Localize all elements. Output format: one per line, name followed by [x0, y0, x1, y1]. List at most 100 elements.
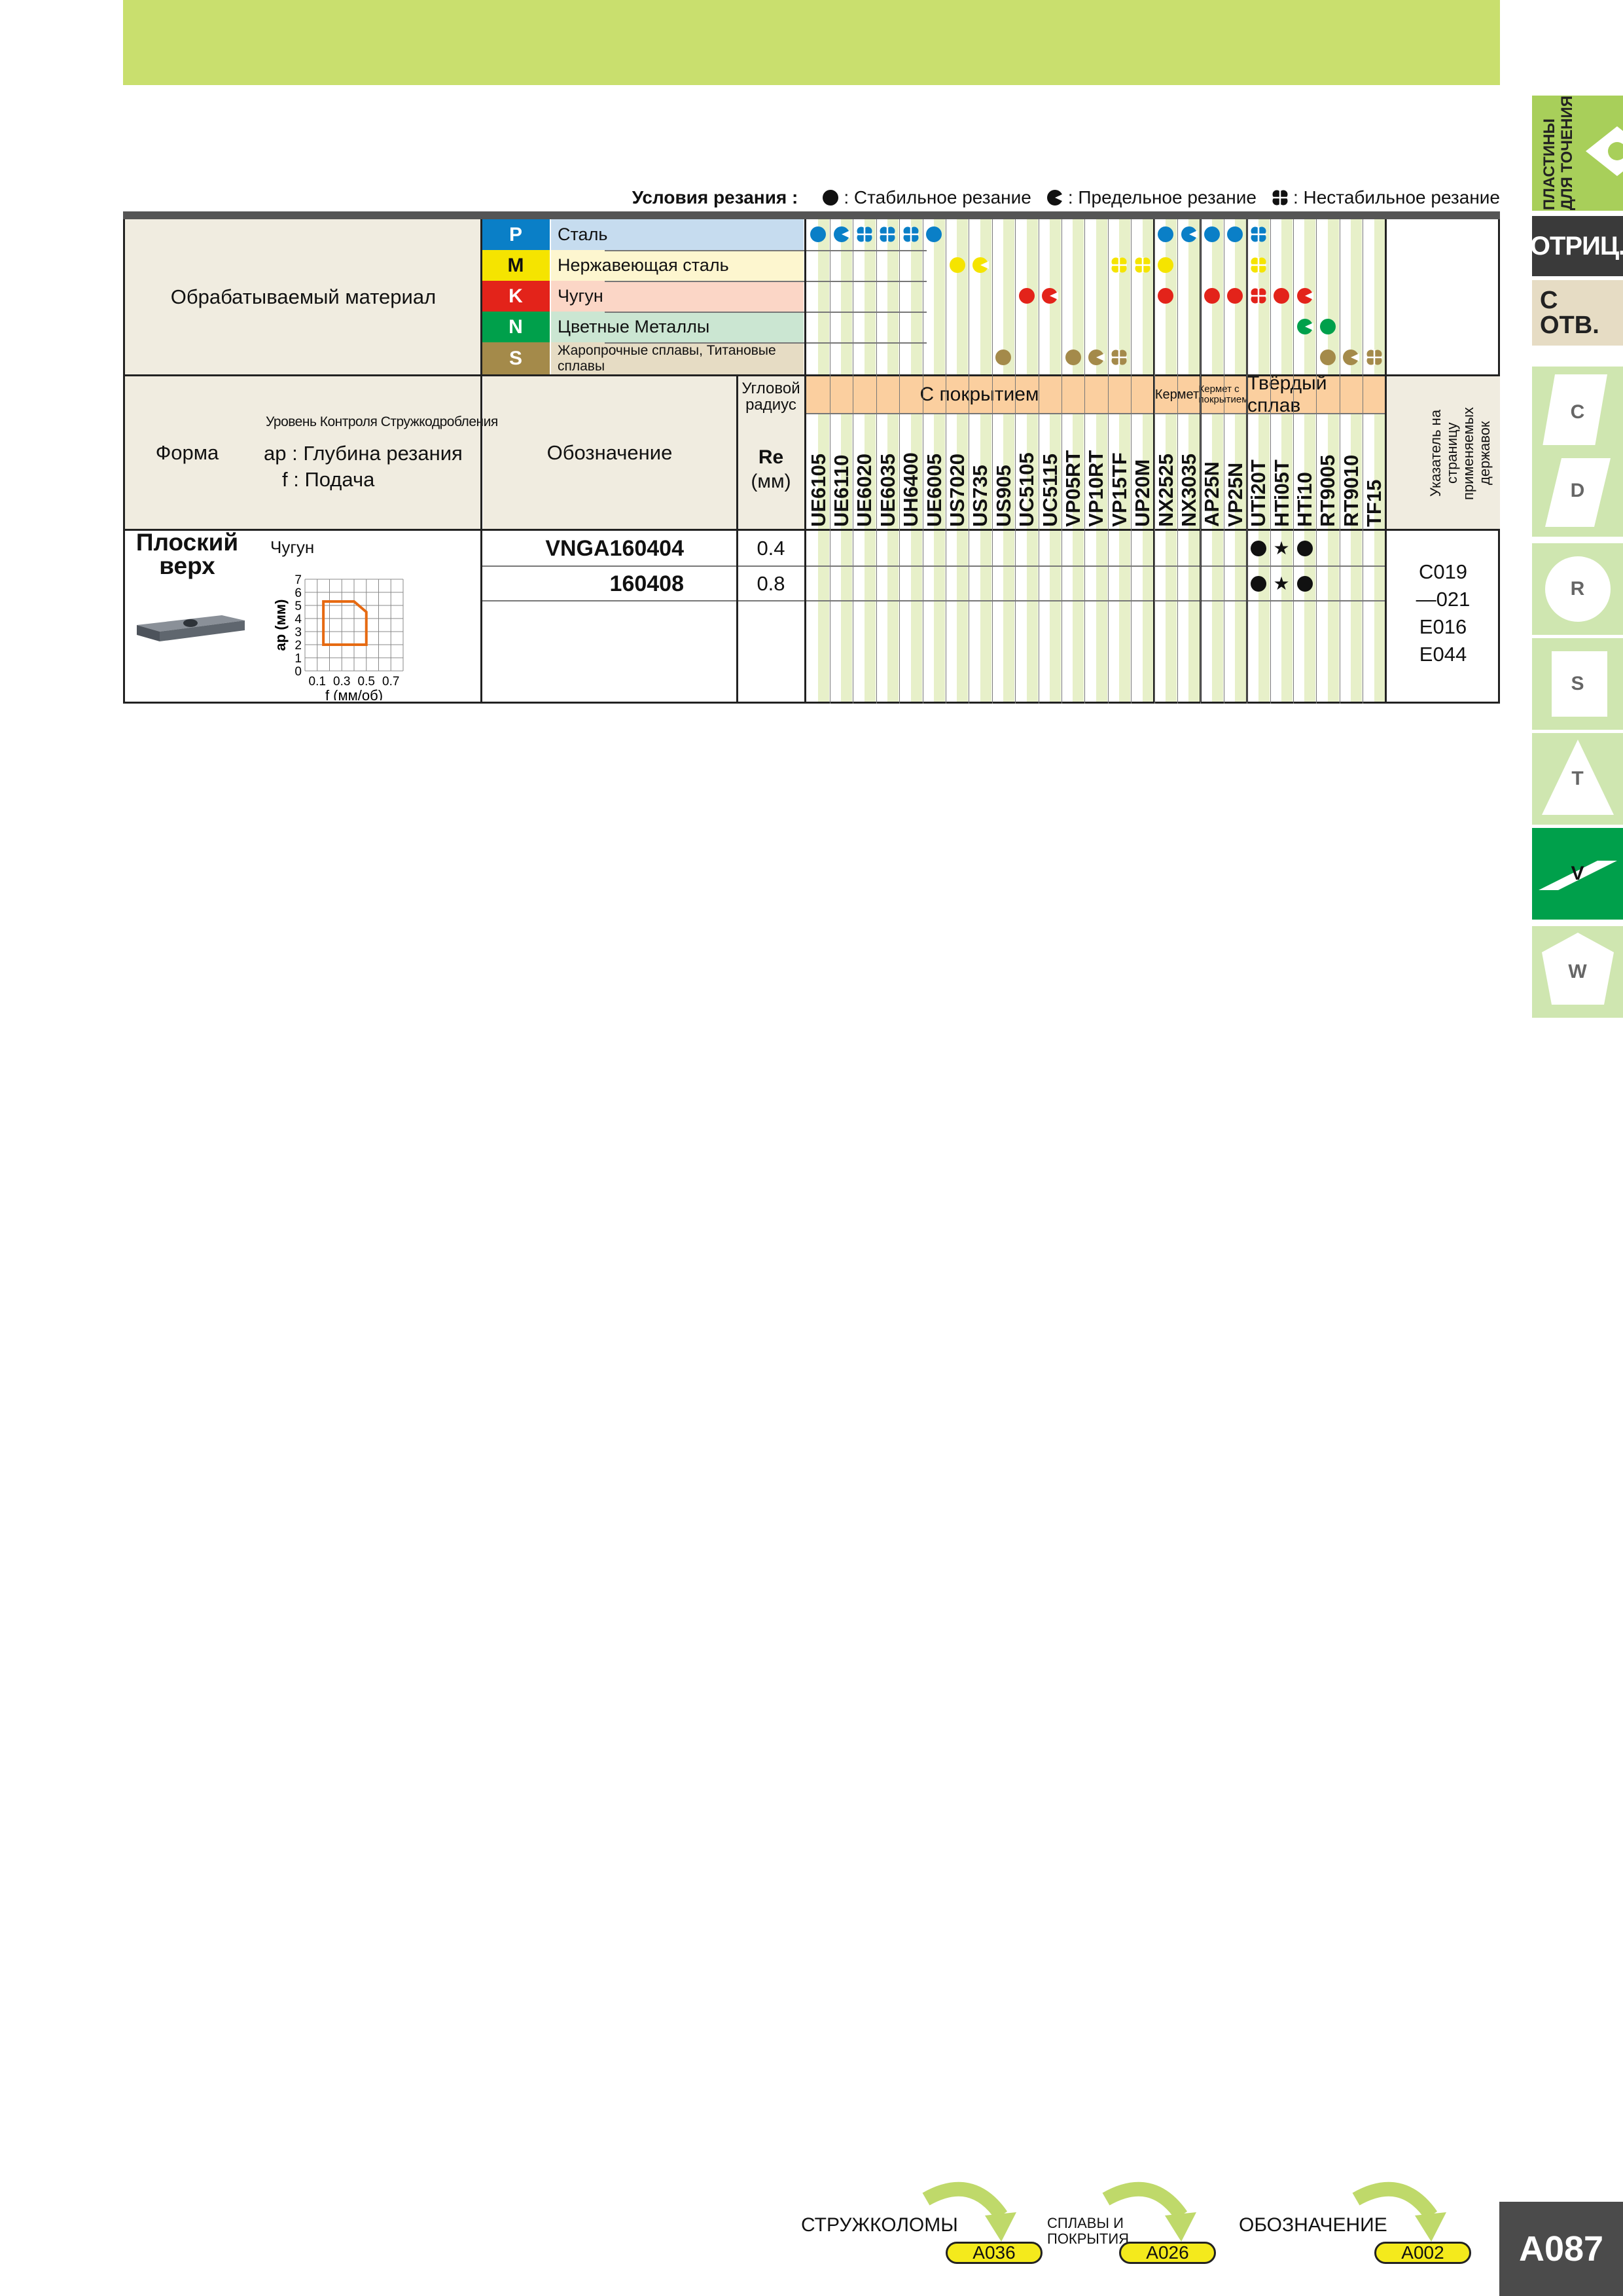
shape-w-icon: [1541, 933, 1614, 1005]
nav-chipbreakers-page[interactable]: A036: [946, 2242, 1043, 2264]
grade-column-stripe: [1188, 219, 1200, 702]
condition-mark: [1202, 286, 1222, 309]
tab-shape-s[interactable]: S: [1532, 638, 1623, 730]
stable-icon: [1227, 226, 1243, 242]
legend-title: Условия резания :: [632, 187, 798, 207]
material-label-bg: [125, 219, 482, 374]
material-row-n: N Цветные Металлы: [482, 312, 804, 342]
condition-mark: [1295, 286, 1315, 309]
nav-designation-page[interactable]: A002: [1374, 2242, 1471, 2264]
condition-mark: [924, 224, 944, 247]
grade-table: Обрабатываемый материал P Сталь M Нержав…: [123, 219, 1500, 704]
column-divider: [1177, 219, 1178, 704]
grade-column-stripe: [1351, 219, 1363, 702]
row-mark: [1249, 574, 1268, 597]
nav-alloys-page[interactable]: A026: [1119, 2242, 1216, 2264]
tab-shape-t[interactable]: T: [1532, 733, 1623, 825]
ap-label: ap : Глубина резания: [264, 442, 463, 465]
material-name-k: Чугун: [550, 281, 804, 312]
row-mark: ★: [1272, 537, 1291, 562]
grade-column-stripe: [910, 219, 922, 702]
grade-column-stripe: [1327, 219, 1339, 702]
star-icon: ★: [1274, 573, 1290, 594]
limit-icon: [1296, 319, 1313, 334]
limit-icon: [1046, 190, 1063, 206]
stable-icon: [1158, 288, 1174, 304]
nav-chipbreakers[interactable]: СТРУЖКОЛОМЫ: [801, 2214, 958, 2236]
table-top-bar: [123, 211, 1500, 219]
grade-label-ap25n: AP25N: [1200, 461, 1224, 527]
material-code-p: P: [482, 219, 550, 250]
unstable-icon: [1111, 257, 1128, 273]
tab-turning-inserts[interactable]: ПЛАСТИНЫ ДЛЯ ТОЧЕНИЯ: [1532, 96, 1623, 211]
stable-icon: [1320, 319, 1336, 334]
shape-d-icon: [1544, 458, 1611, 527]
shape-t-icon: [1541, 740, 1614, 815]
legend-stable-label: : Стабильное резание: [844, 187, 1031, 207]
nav-alloys-line1: СПЛАВЫ И: [1047, 2215, 1124, 2231]
tab-with-hole-label-1: С: [1540, 287, 1558, 314]
page-ref-4[interactable]: E044: [1419, 643, 1467, 666]
tab-negative[interactable]: ОТРИЦ.: [1530, 216, 1623, 276]
nav-alloys[interactable]: СПЛАВЫ И ПОКРЫТИЯ: [1047, 2215, 1129, 2247]
unstable-icon: [1250, 257, 1266, 273]
grade-column-stripe: [933, 219, 945, 702]
page-index-label-wrap: Указатель на страницу применяемых держав…: [1427, 380, 1493, 527]
grade-label-uh6400: UH6400: [899, 452, 923, 527]
condition-mark: [1225, 224, 1245, 247]
page-ref-2[interactable]: —021: [1416, 588, 1471, 611]
alloys-arrow-icon: [1102, 2181, 1196, 2242]
unstable-icon: [1272, 190, 1288, 206]
form-label: Форма: [155, 440, 219, 464]
y-tick-label: 2: [294, 639, 302, 653]
column-divider: [1084, 219, 1086, 704]
group-coated: С покрытием: [806, 376, 1153, 413]
condition-mark: [1156, 255, 1175, 278]
condition-mark: [808, 224, 828, 247]
condition-mark: [1225, 286, 1245, 309]
stable-icon: [1250, 576, 1266, 592]
condition-mark: [1202, 224, 1222, 247]
grade-label-us7020: US7020: [945, 453, 969, 527]
shape-v-icon: [1538, 861, 1617, 890]
grade-column-stripe: [1165, 219, 1177, 702]
grade-label-ue6105: UE6105: [806, 453, 830, 527]
tab-shape-d[interactable]: D: [1532, 445, 1623, 537]
grade-column-stripe: [1235, 219, 1247, 702]
tab-with-hole-label-2: ОТВ.: [1540, 312, 1599, 339]
material-name-n: Цветные Металлы: [550, 312, 804, 342]
page-ref-3[interactable]: E016: [1419, 615, 1467, 638]
condition-mark: [1109, 255, 1129, 278]
tab-shape-w[interactable]: W: [1532, 926, 1623, 1018]
tab-shape-c[interactable]: C: [1532, 367, 1623, 458]
nav-alloys-line2: ПОКРЫТИЯ: [1047, 2231, 1130, 2247]
grade-label-ue6035: UE6035: [876, 453, 899, 527]
grade-column-stripe: [1073, 219, 1084, 702]
page-ref-1[interactable]: C019: [1418, 560, 1468, 583]
grade-label-nx3035: NX3035: [1177, 453, 1200, 527]
unstable-icon: [857, 226, 872, 242]
tab-shape-r[interactable]: R: [1532, 543, 1623, 635]
stable-icon: [1296, 576, 1313, 592]
grade-label-nx2525: NX2525: [1154, 453, 1177, 527]
condition-mark: [855, 224, 874, 247]
x-tick-label: 0.1: [309, 675, 326, 689]
stable-icon: [1204, 226, 1220, 242]
y-tick-label: 4: [294, 613, 302, 626]
page-number: A087: [1499, 2202, 1623, 2296]
tab-with-hole[interactable]: С ОТВ.: [1532, 280, 1623, 346]
material-name-p: Сталь: [550, 219, 804, 250]
tab-shape-label: W: [1568, 961, 1587, 982]
column-divider: [1015, 219, 1016, 704]
column-divider: [1316, 219, 1317, 704]
grade-label-ue6005: UE6005: [922, 453, 946, 527]
nav-designation[interactable]: ОБОЗНАЧЕНИЕ: [1239, 2214, 1387, 2236]
column-divider: [1131, 219, 1132, 704]
tab-shape-v[interactable]: V: [1532, 828, 1623, 920]
star-icon: ★: [1274, 537, 1290, 559]
page-index-label: Указатель на страницу применяемых держав…: [1427, 406, 1493, 500]
condition-mark: [948, 255, 967, 278]
grade-label-uc5105: UC5105: [1015, 452, 1039, 527]
unstable-icon: [902, 226, 919, 242]
divider: [125, 374, 1500, 376]
